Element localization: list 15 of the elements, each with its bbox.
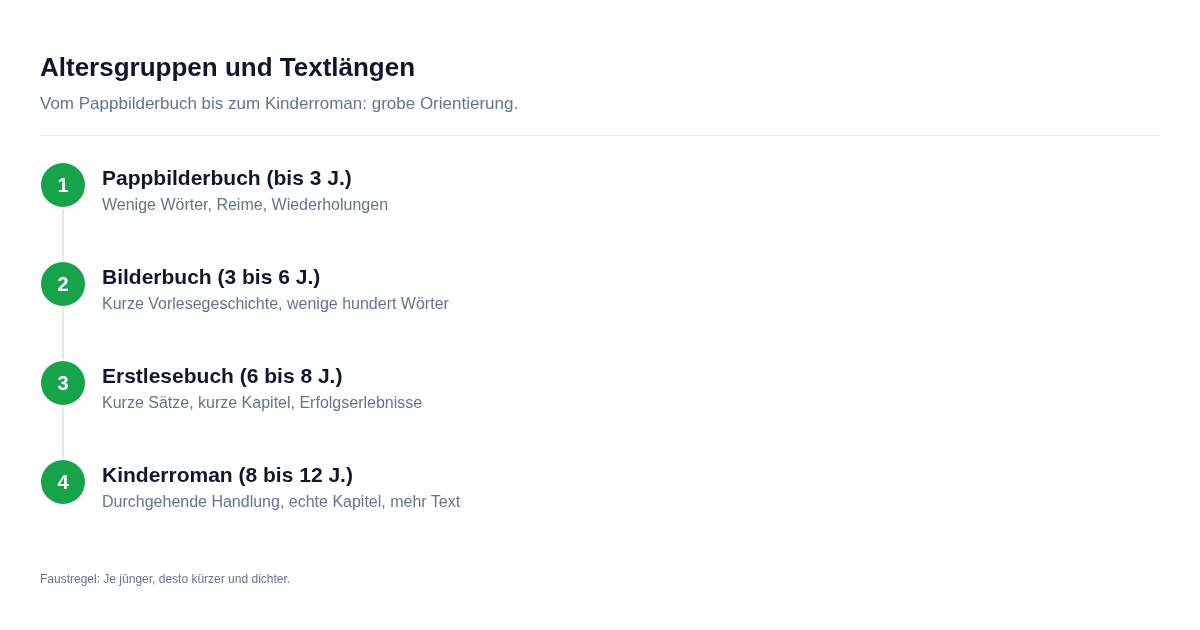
step-description: Kurze Vorlesegeschichte, wenige hundert Wörter xyxy=(102,294,449,314)
subtitle: Vom Pappbilderbuch bis zum Kinderroman: grobe Orientierung. xyxy=(40,93,519,115)
step-description: Wenige Wörter, Reime, Wiederholungen xyxy=(102,195,389,215)
step-number-circle: 3 xyxy=(41,361,85,405)
step-description: Kurze Sätze, kurze Kapitel, Erfolgserlebnisse xyxy=(102,393,423,413)
step-title: Pappbilderbuch (bis 3 J.) xyxy=(102,165,352,191)
step-title: Bilderbuch (3 bis 6 J.) xyxy=(102,264,321,290)
step-title: Kinderroman (8 bis 12 J.) xyxy=(102,462,353,488)
footnote-caption: Faustregel: Je jünger, desto kürzer und dichter. xyxy=(40,571,291,587)
step-description: Durchgehende Handlung, echte Kapitel, mehr Text xyxy=(102,492,461,512)
diagram-title: Altersgruppen und Textlängen xyxy=(40,51,416,83)
step-number-circle: 1 xyxy=(41,163,85,207)
step-title: Erstlesebuch (6 bis 8 J.) xyxy=(102,363,343,389)
step-number-circle: 4 xyxy=(41,460,85,504)
step-number-circle: 2 xyxy=(41,262,85,306)
